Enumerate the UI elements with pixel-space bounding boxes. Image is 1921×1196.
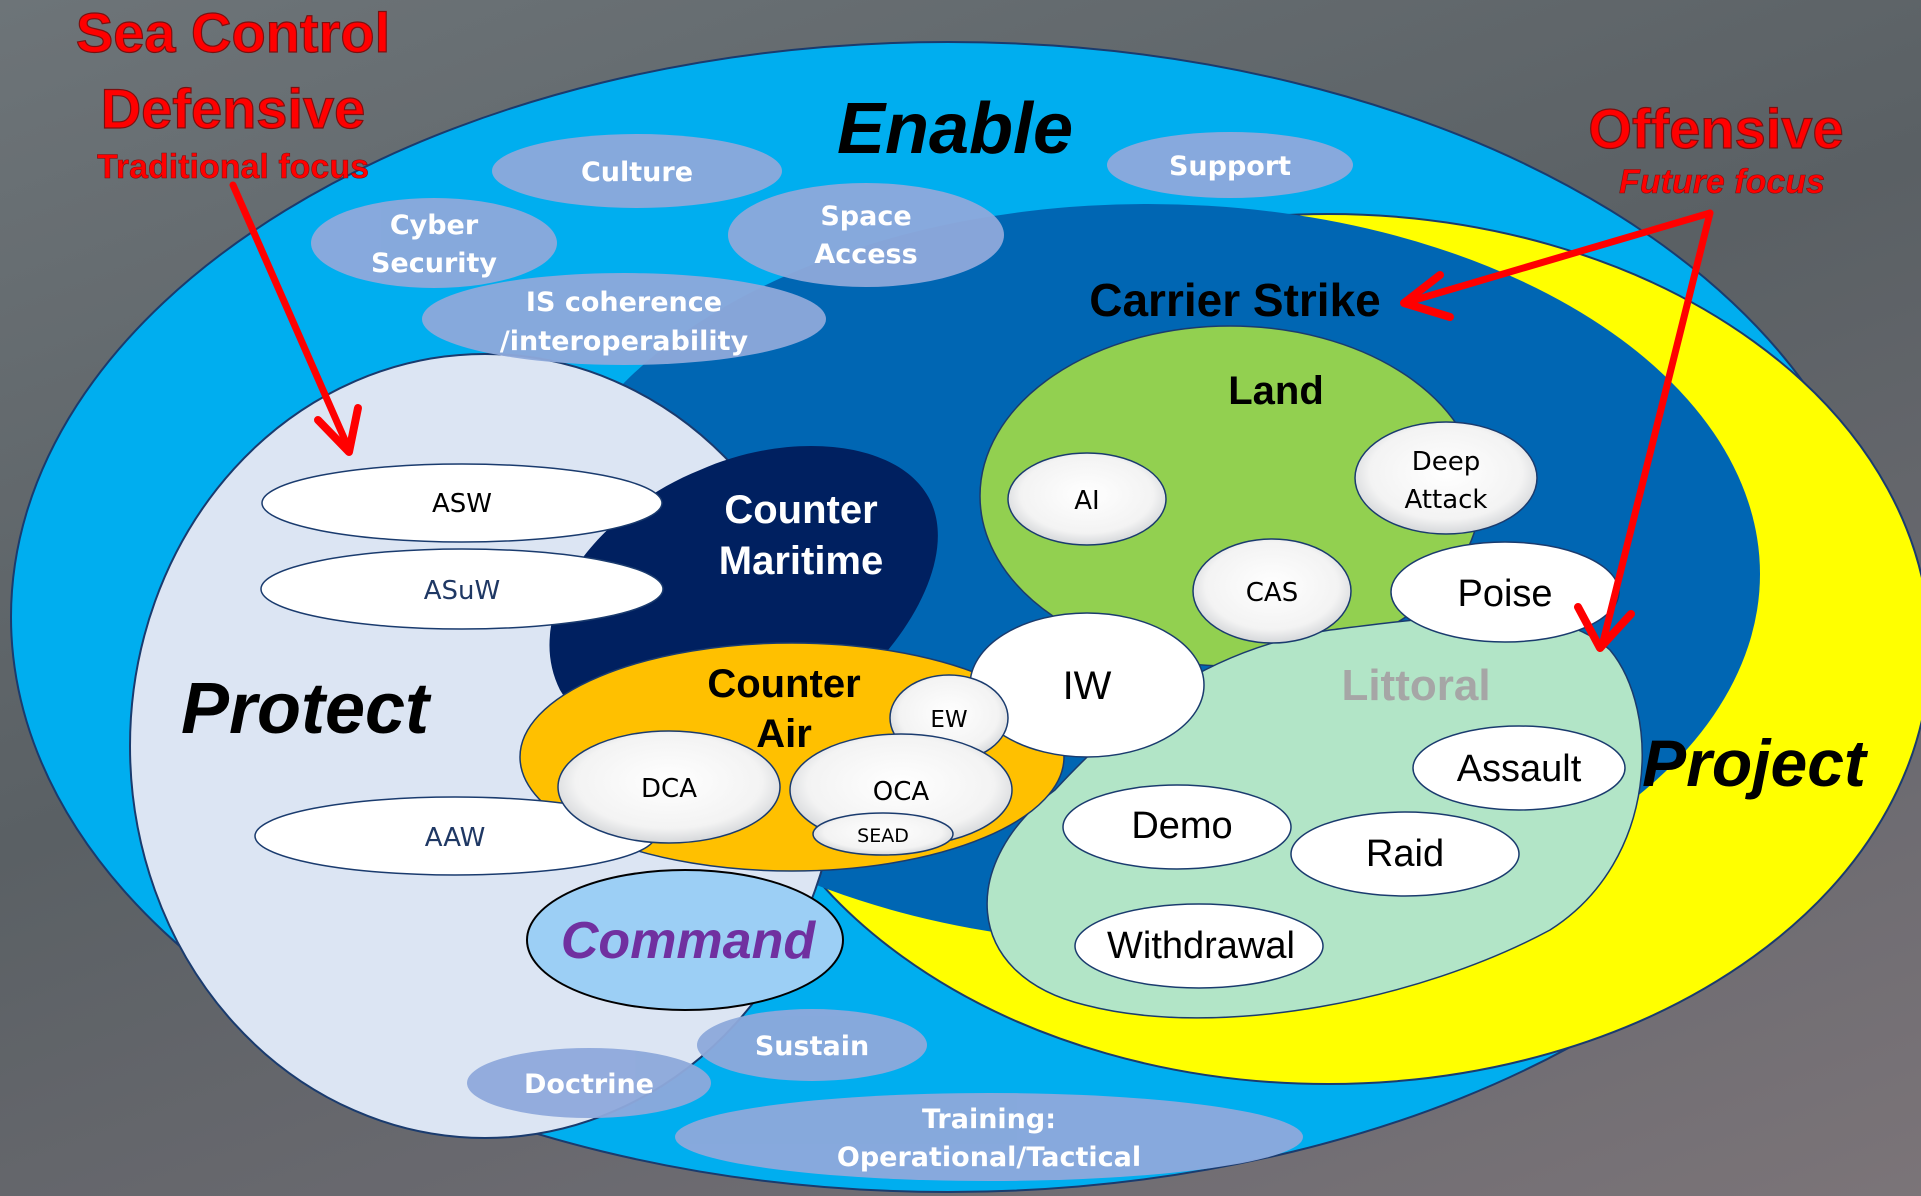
offensive-arrow-to-littoral — [1599, 209, 1714, 646]
carrier-strike-title: Carrier Strike — [1089, 274, 1381, 326]
command-title: Command — [561, 912, 816, 970]
demo-oval — [1062, 784, 1292, 870]
space-label-line1: Space — [820, 201, 911, 232]
asw-oval — [261, 463, 663, 543]
cas-label: CAS — [1246, 578, 1298, 608]
offensive-arrow-to-carrier — [1404, 209, 1714, 306]
project-title: Project — [1642, 726, 1869, 800]
command-area — [526, 869, 844, 1011]
capability-labels: ASW ASuW AAW AI Deep Attack CAS Poise IW… — [424, 447, 1582, 967]
sead-label: SEAD — [857, 825, 909, 847]
training-label-line2: Operational/Tactical — [837, 1142, 1141, 1173]
ew-label: EW — [930, 707, 967, 733]
doctrine-bubble — [467, 1048, 711, 1118]
training-label-line1: Training: — [922, 1104, 1056, 1135]
assault-oval — [1412, 725, 1626, 811]
oca-label: OCA — [873, 777, 930, 807]
sead-oval — [812, 812, 954, 856]
support-label: Support — [1169, 151, 1291, 182]
sustain-bubble — [697, 1009, 927, 1081]
is-coherence-bubble — [422, 273, 826, 365]
is-label-line1: IS coherence — [526, 287, 722, 318]
enabler-bubbles — [311, 132, 1353, 1181]
focus-headings: Sea Control Defensive Traditional focus … — [75, 0, 1844, 201]
iw-label: IW — [1063, 664, 1112, 708]
raid-oval — [1290, 811, 1520, 897]
asuw-label: ASuW — [424, 576, 500, 606]
raid-label: Raid — [1366, 833, 1444, 875]
doctrine-label: Doctrine — [524, 1069, 654, 1100]
dca-oval — [557, 730, 781, 844]
is-label-line2: /interoperability — [500, 326, 749, 357]
capability-ovals — [254, 421, 1626, 989]
dca-label: DCA — [641, 774, 697, 804]
culture-label: Culture — [581, 157, 693, 188]
ai-oval — [1007, 452, 1167, 546]
sustain-label: Sustain — [755, 1031, 869, 1062]
counter-maritime-title-line1: Counter — [724, 488, 877, 532]
space-label-line2: Access — [814, 239, 917, 270]
offensive-heading: Offensive — [1588, 97, 1843, 160]
cyber-label-line1: Cyber — [390, 210, 479, 241]
protect-title: Protect — [181, 669, 432, 749]
cas-oval — [1192, 538, 1352, 644]
demo-label: Demo — [1131, 805, 1232, 847]
withdrawal-oval — [1074, 903, 1324, 989]
defensive-arrow — [229, 181, 352, 451]
asw-label: ASW — [432, 489, 492, 519]
area-titles: Enable Protect Project Carrier Strike La… — [181, 89, 1869, 970]
future-focus-label: Future focus — [1619, 163, 1825, 201]
enable-title: Enable — [837, 89, 1073, 169]
deep-attack-label-line2: Attack — [1404, 485, 1487, 515]
ai-label: AI — [1074, 486, 1099, 516]
defensive-heading: Defensive — [101, 77, 366, 140]
aaw-label: AAW — [425, 823, 486, 853]
asuw-oval — [260, 548, 664, 630]
support-bubble — [1107, 132, 1353, 198]
deep-attack-oval — [1354, 421, 1538, 535]
littoral-title: Littoral — [1341, 661, 1490, 710]
sea-control-heading: Sea Control — [76, 1, 390, 64]
enabler-labels: Culture Support Cyber Security Space Acc… — [371, 151, 1291, 1173]
space-access-bubble — [728, 183, 1004, 287]
culture-bubble — [492, 134, 782, 208]
traditional-focus-label: Traditional focus — [97, 148, 369, 186]
land-title: Land — [1228, 369, 1324, 413]
cyber-label-line2: Security — [371, 248, 497, 279]
counter-air-title-line2: Air — [756, 712, 812, 756]
poise-label: Poise — [1457, 573, 1552, 615]
deep-attack-label-line1: Deep — [1412, 447, 1481, 477]
withdrawal-label: Withdrawal — [1107, 925, 1295, 967]
counter-maritime-title-line2: Maritime — [719, 539, 884, 583]
cyber-security-bubble — [311, 198, 557, 288]
assault-label: Assault — [1457, 748, 1582, 790]
training-bubble — [675, 1093, 1303, 1181]
counter-air-title-line1: Counter — [707, 662, 860, 706]
focus-arrows — [229, 181, 1714, 652]
